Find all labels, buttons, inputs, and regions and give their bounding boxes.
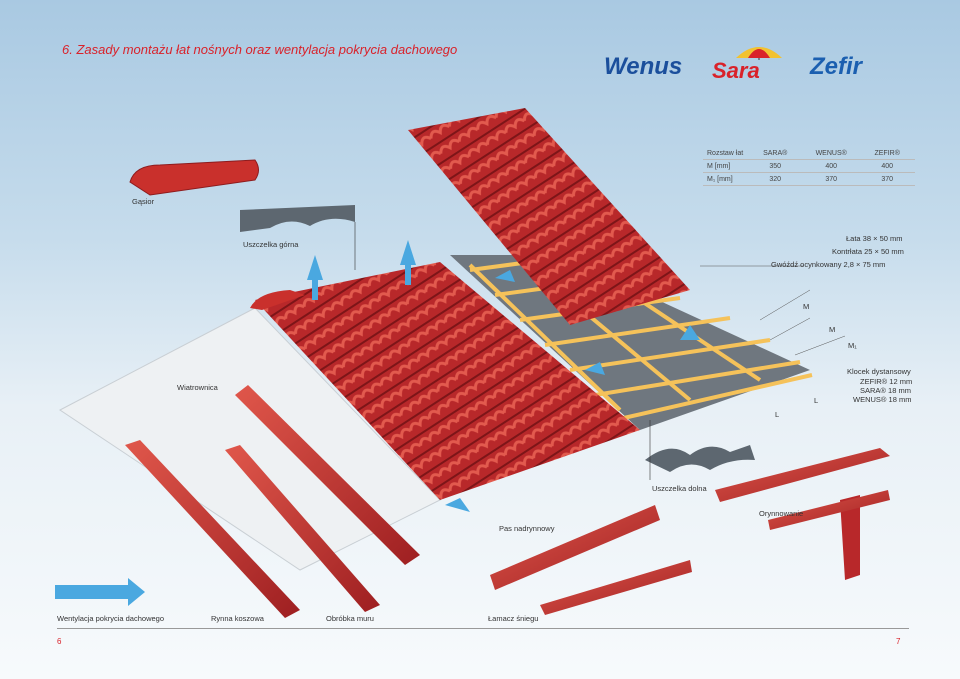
snow-guard xyxy=(540,560,692,615)
page-title: 6. Zasady montażu łat nośnych oraz wenty… xyxy=(62,42,458,57)
label-rynna-koszowa: Rynna koszowa xyxy=(211,614,264,623)
table-header-cell: WENUS® xyxy=(803,147,860,160)
gutter-downpipe xyxy=(840,495,860,580)
label-lamacz-sniegu: Łamacz śniegu xyxy=(488,614,539,623)
gutter-horizontal xyxy=(768,490,890,530)
label-lata: Łata 38 × 50 mm xyxy=(846,234,903,243)
label-m-1: M xyxy=(803,302,810,311)
label-m1: M₁ xyxy=(848,341,857,350)
table-cell: 400 xyxy=(803,159,860,173)
label-gwozdz: Gwóźdź ocynkowany 2,8 × 75 mm xyxy=(771,260,886,269)
label-klocek-wenus: WENUS® 18 mm xyxy=(853,395,912,404)
table-cell: M [mm] xyxy=(703,159,748,173)
valley-gutter xyxy=(125,440,300,618)
sara-logo: Sara xyxy=(712,58,760,83)
wenus-logo: Wenus xyxy=(604,53,683,80)
verge-board xyxy=(235,385,420,565)
eave-strip xyxy=(490,505,660,590)
page-number-right: 7 xyxy=(896,637,901,646)
table-cell: 320 xyxy=(747,172,804,186)
gutter xyxy=(715,448,890,502)
table-header-row: Rozstaw łat SARA® WENUS® ZEFIR® xyxy=(703,147,916,160)
label-wentylacja: Wentylacja pokrycia dachowego xyxy=(57,614,165,623)
label-wiatrownica: Wiatrownica xyxy=(177,383,218,392)
label-uszczelka-dolna: Uszczelka dolna xyxy=(652,484,707,493)
ridge-on-roof xyxy=(250,290,305,310)
label-l-1: L xyxy=(775,410,780,419)
table-cell: M₁ [mm] xyxy=(703,172,748,186)
page-number-left: 6 xyxy=(57,637,62,646)
label-m-2: M xyxy=(829,325,836,334)
label-klocek-zefir: ZEFIR® 12 mm xyxy=(860,377,913,386)
table-header-cell: SARA® xyxy=(747,147,804,160)
battens-grid xyxy=(468,256,813,422)
wall-flashing xyxy=(225,445,380,612)
label-pas-nadrynnowy: Pas nadrynnowy xyxy=(499,524,555,533)
table-row: M₁ [mm] 320 370 370 xyxy=(703,172,916,186)
ventilation-arrows xyxy=(55,240,700,606)
table-row: M [mm] 350 400 400 xyxy=(703,159,916,173)
upper-seal xyxy=(240,205,355,232)
batten-spacing-table: Rozstaw łat SARA® WENUS® ZEFIR® M [mm] 3… xyxy=(703,147,916,186)
label-uszczelka-gorna: Uszczelka górna xyxy=(243,240,299,249)
label-kontrlata: Kontrłata 25 × 50 mm xyxy=(832,247,904,256)
table-cell: 350 xyxy=(747,159,804,173)
label-klocek-title: Klocek dystansowy xyxy=(847,367,911,376)
label-l-2: L xyxy=(814,396,819,405)
table-cell: 370 xyxy=(803,172,860,186)
sara-umbrella-icon xyxy=(734,42,784,65)
table-header-cell: Rozstaw łat xyxy=(703,147,748,160)
label-obrobka-muru: Obróbka muru xyxy=(326,614,374,623)
roof-tiles-main xyxy=(255,262,640,500)
roof-tiles-upper xyxy=(408,108,690,325)
ridge-tile xyxy=(129,159,259,196)
label-klocek-sara: SARA® 18 mm xyxy=(860,386,911,395)
table-cell: 400 xyxy=(859,159,916,173)
zefir-logo: Zefir xyxy=(810,53,863,80)
label-gasior: Gąsior xyxy=(132,197,155,206)
roof-membrane xyxy=(450,255,810,430)
footer-divider xyxy=(57,628,909,629)
label-orynnowanie: Orynnowanie xyxy=(759,509,804,518)
table-cell: 370 xyxy=(859,172,916,186)
table-header-cell: ZEFIR® xyxy=(859,147,916,160)
bottom-seal xyxy=(645,445,755,472)
